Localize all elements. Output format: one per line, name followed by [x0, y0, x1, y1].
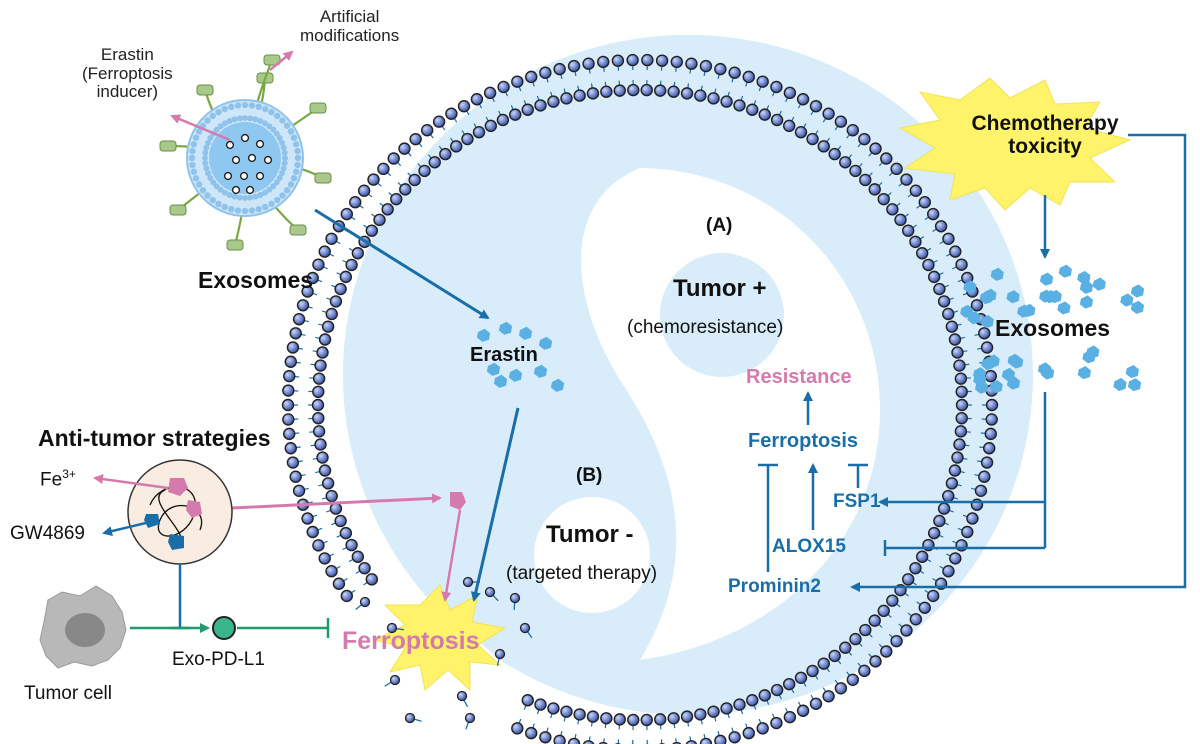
tumor-minus-label: Tumor -: [546, 521, 634, 548]
arrow-exosome-to-erastin: [314, 208, 490, 320]
yin-yang-white: [581, 168, 880, 660]
arrow-to-erastin-inducer: [170, 114, 231, 142]
ferroptosis-main-label: Ferroptosis: [342, 627, 480, 655]
arrow-erastin-to-ferroptosis: [470, 407, 520, 602]
anti-tumor-strategies-label: Anti-tumor strategies: [38, 425, 271, 451]
resistance-label: Resistance: [746, 366, 852, 388]
chemo-toxicity-burst: [898, 77, 1132, 211]
tumor-plus-circle: [660, 253, 784, 377]
chemo-toxicity-label: Chemotherapy toxicity: [971, 112, 1119, 159]
erastin-inducer-label: Erastin (Ferroptosis inducer): [82, 45, 173, 102]
tumor-cell-label: Tumor cell: [24, 683, 112, 704]
arrow-to-gw4869: [102, 520, 151, 537]
exosome-nanoparticle: [159, 54, 332, 251]
panel-b-label: (B): [576, 465, 603, 486]
fe-text: Fe: [40, 469, 63, 491]
pink-molecule: [450, 492, 466, 510]
arrow-strategy-to-cell: [231, 493, 442, 510]
exo-pdl1-vesicle: [212, 616, 236, 640]
alox15-label: ALOX15: [772, 536, 846, 557]
ferroptosis-right-label: Ferroptosis: [748, 430, 859, 452]
tumor-minus-circle: [534, 497, 650, 613]
erastin-molecules: [476, 321, 565, 392]
exosomes-right-label: Exosomes: [995, 315, 1111, 341]
artificial-modifications-label: Artificial modifications: [300, 7, 400, 45]
tumor-plus-label: Tumor +: [673, 275, 767, 302]
fe-superscript: 3+: [62, 467, 76, 481]
line-chemo-to-prominin2: [850, 133, 1187, 592]
exosomes-left-label: Exosomes: [198, 267, 314, 293]
panel-a-label: (A): [706, 215, 733, 236]
gw4869-label: GW4869: [10, 523, 85, 544]
fsp1-label: FSP1: [833, 491, 881, 512]
arrow-to-fe: [93, 474, 169, 490]
exosome-cloud-right: [960, 264, 1145, 394]
arrow-to-artificial-mod: [269, 50, 294, 71]
targeted-therapy-label: (targeted therapy): [506, 563, 658, 584]
broken-membrane-lipids: [355, 576, 533, 730]
fe-label: Fe3+: [40, 467, 76, 491]
erastin-label: Erastin: [470, 344, 538, 366]
exo-pdl1-label: Exo-PD-L1: [172, 649, 265, 670]
strategy-nanoparticle: [127, 459, 233, 565]
prominin2-label: Prominin2: [728, 576, 821, 597]
arrow-pink-inner: [441, 509, 462, 602]
chemoresistance-label: (chemoresistance): [627, 317, 784, 338]
